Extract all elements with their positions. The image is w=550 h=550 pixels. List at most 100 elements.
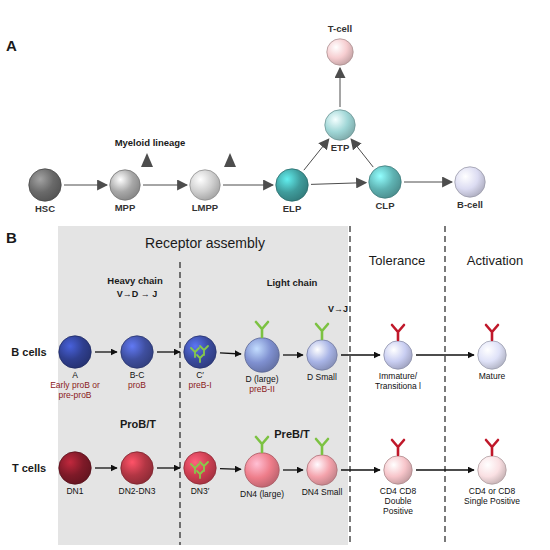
- annotation-label: Light chain: [267, 278, 318, 288]
- cell-circle: [327, 39, 353, 65]
- cell-label-group: DN4 Small: [294, 488, 350, 498]
- receptor-symbol: [486, 325, 498, 340]
- cell-outline: [58, 451, 92, 485]
- cell-outline: [477, 455, 507, 485]
- cell-label-group: DN3′: [175, 487, 225, 497]
- cell-circle: [184, 452, 216, 484]
- cell-node: C′preB-I: [183, 335, 217, 369]
- annotation-label: T cells: [12, 462, 46, 474]
- lineage-arrow: [157, 351, 180, 352]
- receptor-symbol: [392, 325, 404, 340]
- cell-name: Mature: [467, 372, 517, 382]
- cell-name: MPP: [105, 203, 145, 214]
- cell-name: ELP: [272, 204, 312, 215]
- cell-circle: [190, 170, 220, 200]
- cell-name: DN1: [50, 487, 100, 497]
- cell-label-group: Immature/ Transitiona l: [374, 372, 422, 392]
- cell-node: LMPP: [189, 169, 221, 201]
- cell-name: DN2-DN3: [109, 487, 165, 497]
- lineage-arrow: [341, 469, 380, 470]
- cell-node: D (large)preB-II: [244, 337, 280, 373]
- cell-node: CD4 CD8 Double Positive: [383, 455, 413, 485]
- cell-label-group: ELP: [272, 204, 312, 215]
- lineage-arrow: [341, 354, 380, 355]
- cell-circle: [307, 455, 337, 485]
- annotation-label: Myeloid lineage: [115, 138, 186, 148]
- cell-node: CLP: [368, 165, 402, 199]
- cell-outline: [306, 454, 338, 486]
- lineage-arrow: [283, 354, 303, 355]
- cell-name: ETP: [320, 143, 360, 154]
- cell-node: AEarly proB or pre-proB: [58, 335, 92, 369]
- cell-circle: [325, 110, 355, 140]
- cell-label-group: DN1: [50, 487, 100, 497]
- lineage-arrow: [223, 185, 273, 186]
- cell-circle: [369, 166, 401, 198]
- lineage-arrow: [351, 139, 373, 167]
- arrow-head: [141, 153, 153, 167]
- annotation-label: PreB/T: [274, 428, 309, 440]
- annotation-label: B: [6, 230, 17, 247]
- cell-node: Mature: [477, 340, 507, 370]
- cell-outline: [477, 340, 507, 370]
- cell-outline: [189, 169, 221, 201]
- cell-label-group: D Small: [297, 373, 347, 383]
- cell-name: B-cell: [448, 200, 492, 211]
- stage-divider: [179, 262, 180, 545]
- lineage-arrow: [95, 467, 117, 468]
- lineage-arrow: [311, 183, 366, 185]
- cell-outline: [120, 335, 154, 369]
- cell-label-group: MPP: [105, 203, 145, 214]
- cell-name: D (large): [237, 375, 287, 385]
- pre-receptor-icons: [256, 322, 328, 454]
- cell-name: B-C: [112, 371, 162, 381]
- cell-name: CLP: [365, 201, 405, 212]
- cell-name: A: [50, 371, 100, 381]
- cell-name: Immature/ Transitiona l: [374, 372, 422, 392]
- cell-circle: [184, 336, 216, 368]
- cell-outline: [368, 165, 402, 199]
- myeloid-arrows: [141, 153, 236, 167]
- annotation-label: V→J: [328, 305, 348, 315]
- receptor-symbol: [197, 355, 203, 362]
- receptor-symbol: [316, 324, 328, 339]
- cell-outline: [244, 337, 280, 373]
- lineage-arrow: [143, 185, 187, 186]
- cell-label-group: B-CproB: [112, 371, 162, 391]
- cell-circle: [245, 338, 279, 372]
- cell-outline: [28, 168, 62, 202]
- mature-receptor-icons: [392, 325, 498, 455]
- lineage-arrow: [220, 468, 241, 470]
- cell-node: Immature/ Transitiona l: [383, 340, 413, 370]
- receptor-symbol: [200, 462, 208, 471]
- cell-node: B-cell: [454, 166, 486, 198]
- receptor-assembly-band: [58, 226, 348, 545]
- cell-label-group: Mature: [467, 372, 517, 382]
- lineage-arrow: [404, 182, 452, 183]
- cell-label-group: AEarly proB or pre-proB: [50, 371, 100, 400]
- cell-node: DN4 (large): [244, 452, 280, 488]
- stage-name: Early proB or pre-proB: [50, 381, 100, 401]
- receptor-symbol: [486, 440, 498, 455]
- cell-name: C′: [175, 371, 225, 381]
- lineage-arrow: [340, 68, 341, 107]
- annotation-label: Tolerance: [369, 254, 425, 268]
- annotation-label: A: [6, 38, 17, 55]
- cell-label-group: C′preB-I: [175, 371, 225, 391]
- cell-outline: [454, 166, 486, 198]
- cell-label-group: HSC: [25, 204, 65, 215]
- cell-label-group: CLP: [365, 201, 405, 212]
- cell-outline: [183, 451, 217, 485]
- receptor-symbol: [256, 322, 268, 337]
- annotation-label: Receptor assembly: [145, 236, 265, 251]
- lineage-arrow: [64, 185, 107, 186]
- cell-circle: [276, 169, 308, 201]
- cell-label-group: T-cell: [315, 24, 365, 35]
- receptor-symbol: [191, 348, 199, 357]
- cell-node: DN4 Small: [306, 454, 338, 486]
- cell-node: DN2-DN3: [120, 451, 154, 485]
- receptor-symbol: [197, 471, 203, 478]
- cell-node: HSC: [28, 168, 62, 202]
- lineage-arrow: [157, 467, 180, 468]
